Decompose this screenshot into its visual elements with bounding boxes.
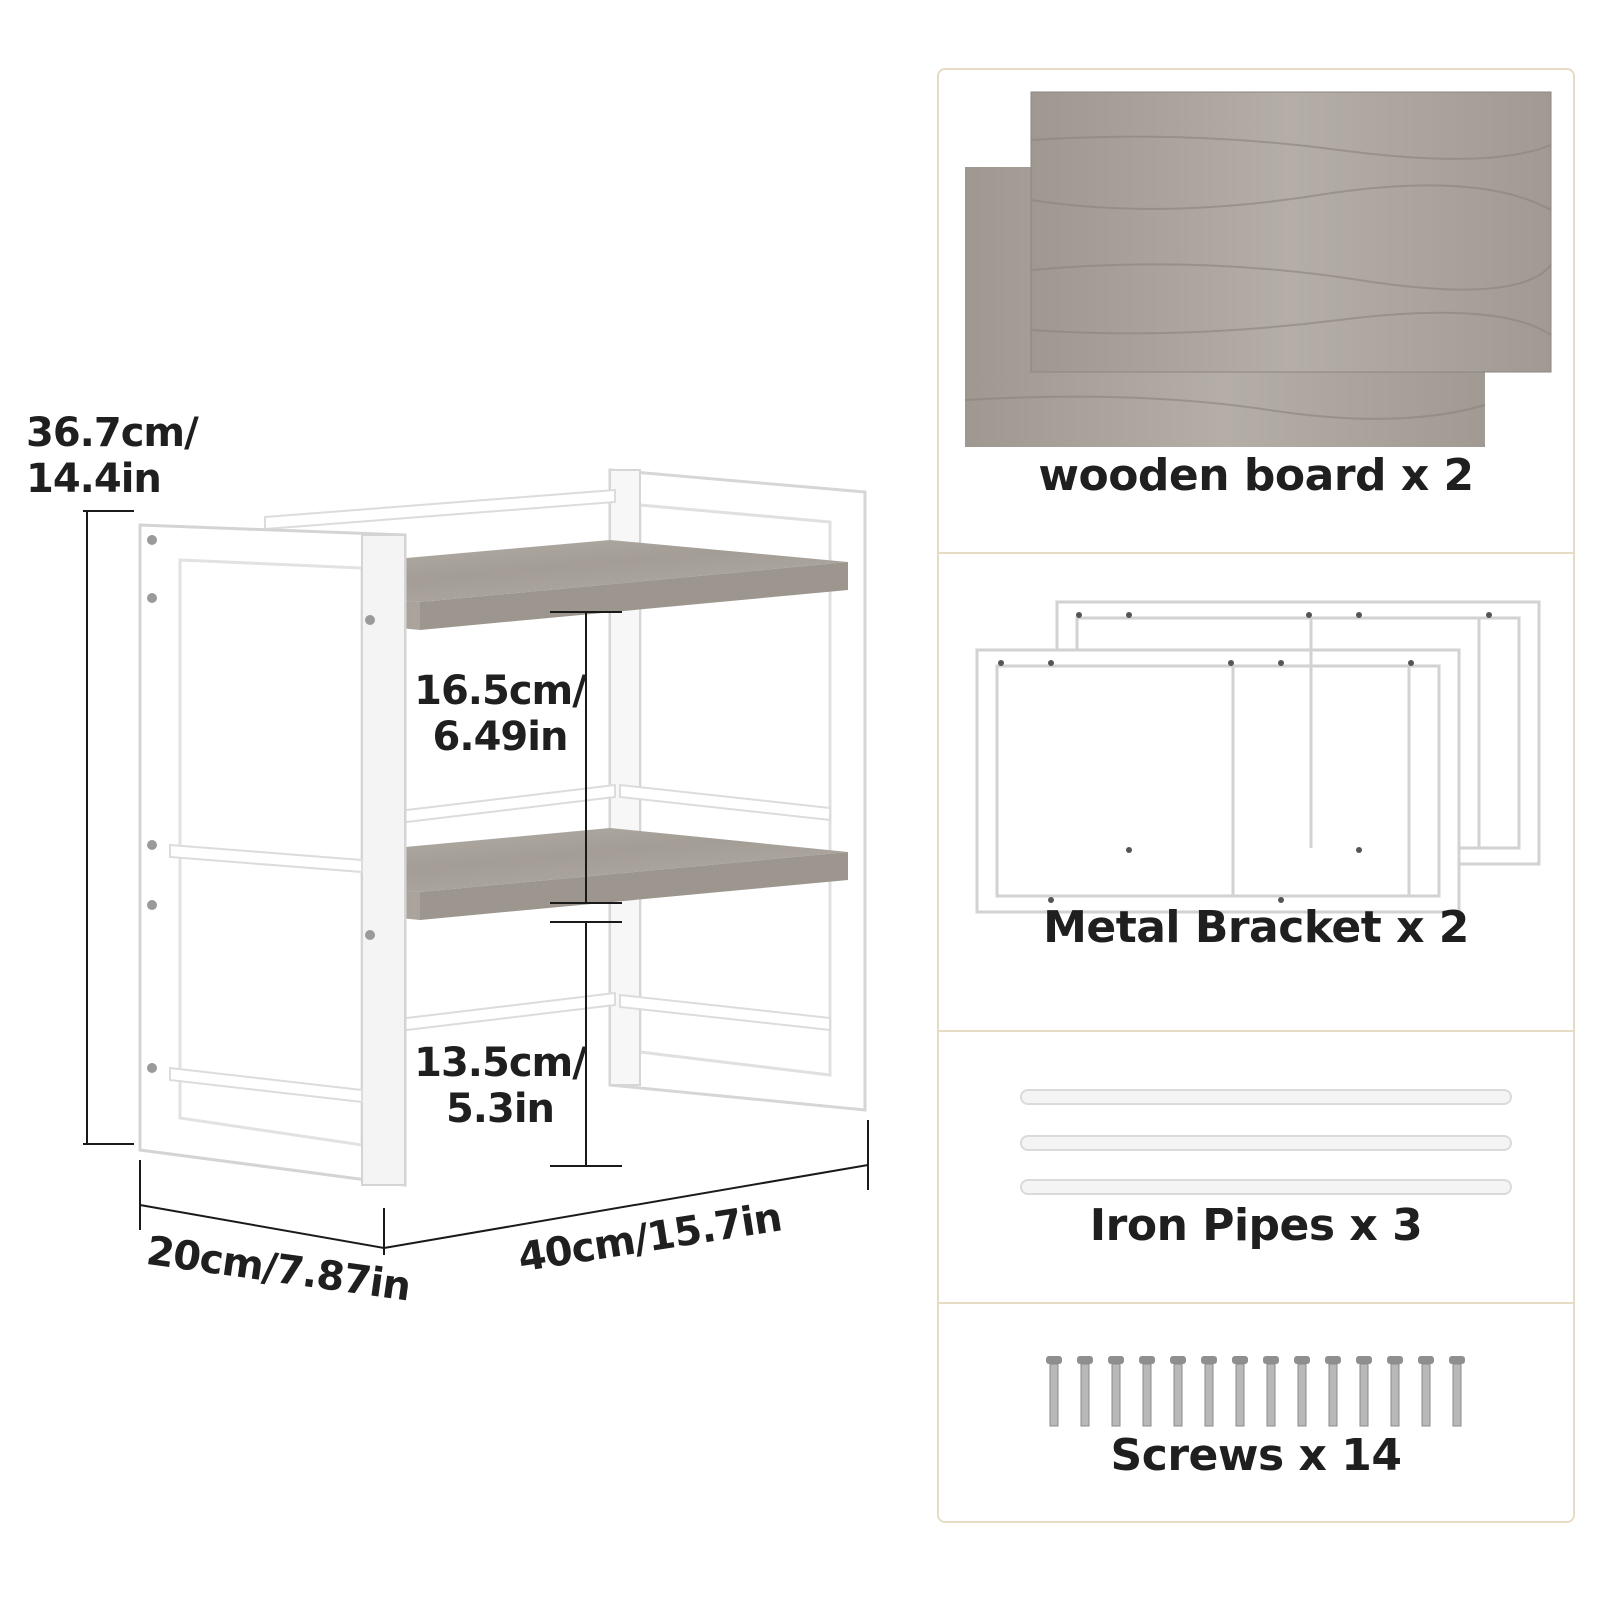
dimension-lines bbox=[83, 510, 869, 1255]
total-height-label: 36.7cm/ 14.4in bbox=[26, 410, 199, 502]
part-label-wooden-board: wooden board x 2 bbox=[1038, 450, 1474, 501]
screw bbox=[1108, 1356, 1124, 1427]
panel-divider bbox=[939, 1302, 1573, 1304]
wooden-board-icon bbox=[964, 91, 1552, 447]
metal-bracket-icon bbox=[975, 600, 1541, 914]
screw bbox=[1232, 1356, 1248, 1427]
screw bbox=[1387, 1356, 1403, 1427]
screw bbox=[1263, 1356, 1279, 1427]
screw bbox=[1139, 1356, 1155, 1427]
lower-shelf-gap-label: 13.5cm/ 5.3in bbox=[414, 1040, 587, 1132]
iron-pipe-icon bbox=[1020, 1089, 1512, 1195]
screw bbox=[1170, 1356, 1186, 1427]
shelf-illustration bbox=[83, 468, 869, 1255]
part-label-iron-pipes: Iron Pipes x 3 bbox=[1089, 1200, 1423, 1251]
screw bbox=[1449, 1356, 1465, 1427]
screw bbox=[1356, 1356, 1372, 1427]
screw bbox=[1325, 1356, 1341, 1427]
front-tubes bbox=[169, 843, 363, 1104]
screw bbox=[1046, 1356, 1062, 1427]
part-label-metal-bracket: Metal Bracket x 2 bbox=[1043, 902, 1469, 953]
screw bbox=[1201, 1356, 1217, 1427]
screw bbox=[1077, 1356, 1093, 1427]
screw-icon bbox=[1046, 1356, 1465, 1427]
upper-shelf-gap-label: 16.5cm/ 6.49in bbox=[414, 668, 587, 760]
panel-divider bbox=[939, 552, 1573, 554]
part-label-screws: Screws x 14 bbox=[1110, 1430, 1402, 1481]
screw bbox=[1294, 1356, 1310, 1427]
screw bbox=[1418, 1356, 1434, 1427]
panel-divider bbox=[939, 1030, 1573, 1032]
parts-list-panel: wooden board x 2 bbox=[937, 68, 1575, 1523]
